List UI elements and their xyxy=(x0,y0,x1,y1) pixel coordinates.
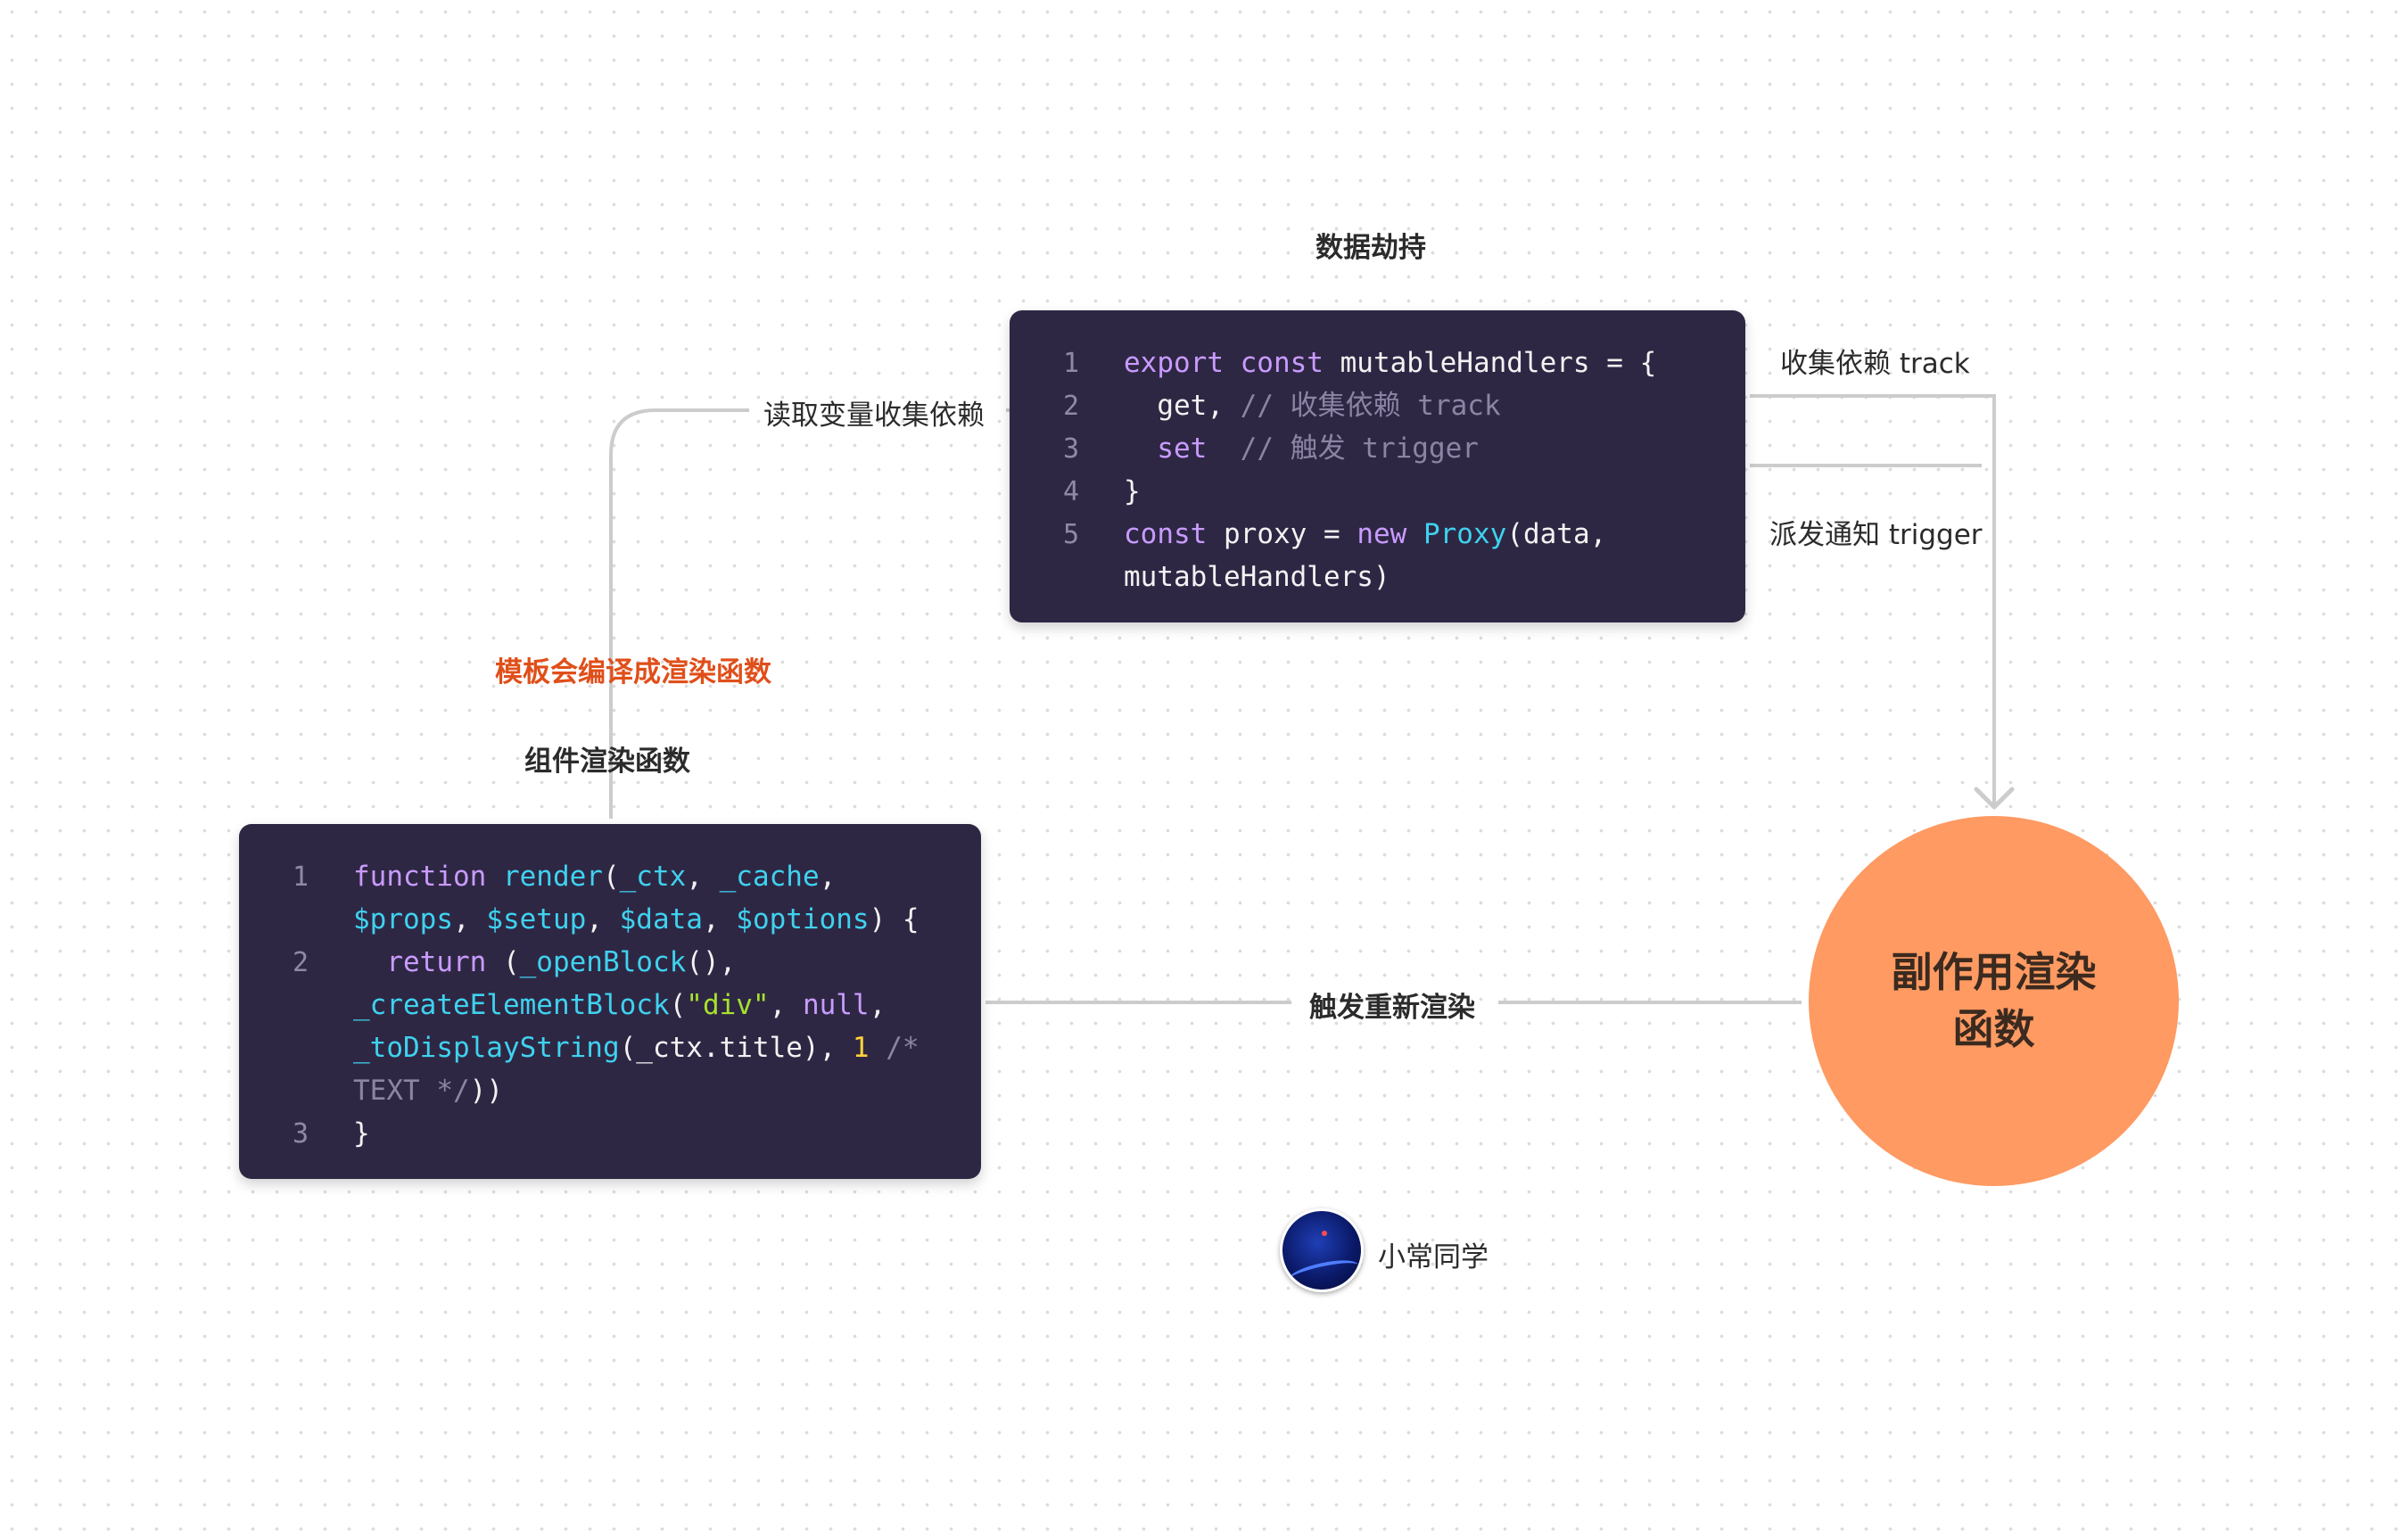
render-function-code-card: function render(_ctx, _cache,$props, $se… xyxy=(239,824,981,1179)
code-token: null xyxy=(802,989,870,1021)
code-line: _createElementBlock("div", null, xyxy=(353,984,886,1026)
code-token: } xyxy=(1124,475,1141,507)
code-token: set xyxy=(1124,433,1241,465)
code-token: // 触发 trigger xyxy=(1240,433,1479,465)
code-token: (_ctx.title), xyxy=(619,1032,853,1064)
code-line: $props, $setup, $data, $options) { xyxy=(353,898,919,941)
code-token: new xyxy=(1357,518,1407,550)
code-token: ( xyxy=(486,946,520,978)
read-dependency-connector xyxy=(609,408,749,819)
code-token: _openBlock xyxy=(519,946,687,978)
code-line: return (_openBlock(), xyxy=(353,941,736,984)
code-token: (), xyxy=(686,946,737,978)
code-token: function xyxy=(353,861,487,893)
code-token: proxy = xyxy=(1207,518,1357,550)
effect-render-node xyxy=(1809,816,2179,1186)
effect-node-line1: 副作用渲染 xyxy=(1891,948,2097,996)
code-token xyxy=(486,861,503,893)
template-compile-title: 模板会编译成渲染函数 xyxy=(495,656,771,688)
code-token: } xyxy=(353,1117,370,1150)
avatar xyxy=(1280,1208,1364,1292)
code-token: "div" xyxy=(686,989,770,1021)
line-number: 1 xyxy=(293,861,309,893)
line-number: 2 xyxy=(1063,391,1080,422)
code-token: (data, xyxy=(1506,518,1607,550)
data-hijack-title: 数据劫持 xyxy=(1315,232,1426,264)
code-token: )) xyxy=(469,1075,503,1107)
code-line: const proxy = new Proxy(data, xyxy=(1124,513,1606,556)
code-token: const xyxy=(1124,518,1208,550)
read-collect-label: 读取变量收集依赖 xyxy=(763,400,985,432)
avatar-moon-icon xyxy=(1322,1231,1327,1236)
code-token: ) { xyxy=(869,903,919,935)
code-line: function render(_ctx, _cache, xyxy=(353,855,836,898)
code-token: // 收集依赖 track xyxy=(1240,390,1501,422)
track-connector xyxy=(1750,394,1996,807)
code-line: export const mutableHandlers = { xyxy=(1124,342,1656,384)
code-token: _ctx xyxy=(619,861,687,893)
line-number: 3 xyxy=(293,1118,309,1150)
code-token: TEXT */ xyxy=(353,1075,470,1107)
line-number: 2 xyxy=(293,947,309,978)
rerender-label: 触发重新渲染 xyxy=(1309,992,1475,1024)
code-line: set // 触发 trigger xyxy=(1124,427,1479,470)
author-name: 小常同学 xyxy=(1378,1241,1489,1273)
code-token: $options xyxy=(736,903,870,935)
code-line: mutableHandlers) xyxy=(1124,556,1390,598)
code-token: get, xyxy=(1124,390,1241,422)
code-line: } xyxy=(1124,470,1141,513)
code-token: , xyxy=(769,989,803,1021)
code-line: TEXT */)) xyxy=(353,1069,503,1112)
code-token: , xyxy=(686,861,720,893)
code-token: return xyxy=(353,946,487,978)
code-token: , xyxy=(702,903,737,935)
code-token: $props xyxy=(353,903,453,935)
code-token: ( xyxy=(669,989,687,1021)
code-token: , xyxy=(819,861,837,893)
code-token: $data xyxy=(619,903,703,935)
code-token: Proxy xyxy=(1423,518,1507,550)
code-line: _toDisplayString(_ctx.title), 1 /* xyxy=(353,1026,919,1069)
code-line: } xyxy=(353,1112,370,1155)
code-token: $setup xyxy=(486,903,587,935)
data-hijack-code-card: export const mutableHandlers = { get, //… xyxy=(1010,310,1745,622)
code-token: mutableHandlers = { xyxy=(1323,347,1657,379)
line-number: 3 xyxy=(1063,433,1080,465)
code-token: , xyxy=(869,989,887,1021)
line-number: 4 xyxy=(1063,476,1080,507)
code-token: , xyxy=(452,903,487,935)
code-token: _toDisplayString xyxy=(353,1032,620,1064)
code-token: mutableHandlers) xyxy=(1124,561,1390,593)
line-number: 5 xyxy=(1063,519,1080,550)
line-number: 1 xyxy=(1063,348,1080,379)
track-arrow-icon xyxy=(1974,787,2015,810)
collect-track-label: 收集依赖 track xyxy=(1780,348,1970,380)
code-token xyxy=(1406,518,1423,550)
code-token: _cache xyxy=(719,861,820,893)
dispatch-trigger-label: 派发通知 trigger xyxy=(1769,519,1983,551)
code-token: render xyxy=(502,861,603,893)
code-token: ( xyxy=(602,861,620,893)
code-token: /* xyxy=(869,1032,919,1064)
effect-node-line2: 函数 xyxy=(1952,1005,2035,1053)
code-token: 1 xyxy=(852,1032,870,1064)
code-token: export const xyxy=(1124,347,1324,379)
code-token: _createElementBlock xyxy=(353,989,670,1021)
code-line: get, // 收集依赖 track xyxy=(1124,384,1501,427)
component-render-title: 组件渲染函数 xyxy=(524,746,690,778)
code-token: , xyxy=(586,903,620,935)
